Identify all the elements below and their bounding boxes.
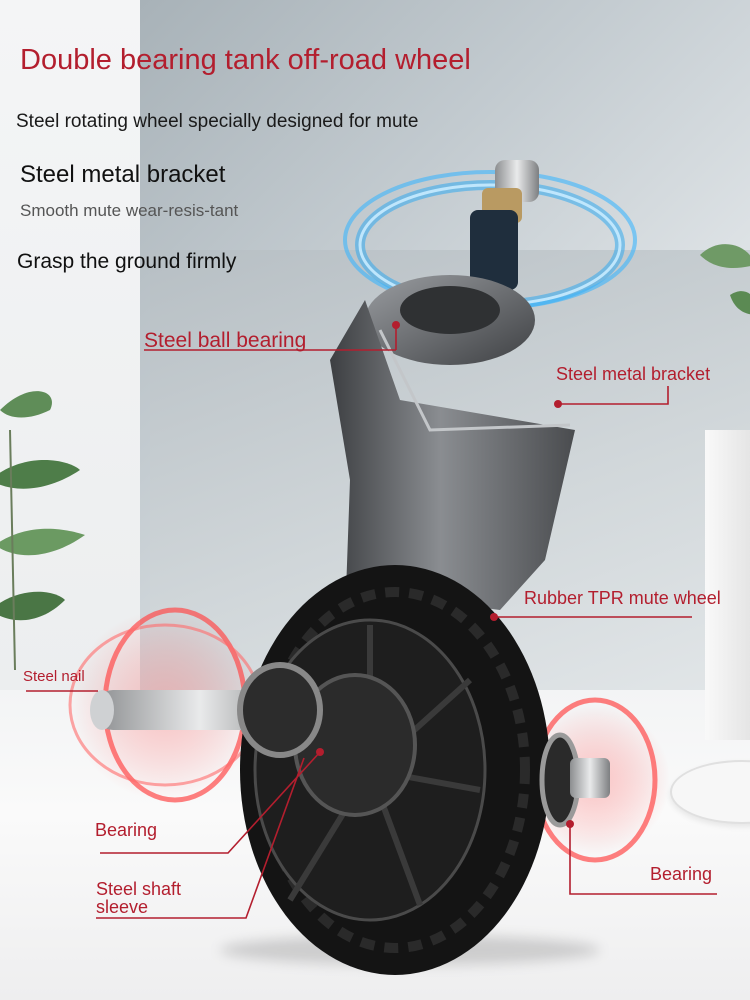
callout-bearing-left: Bearing	[95, 820, 158, 840]
callout-steel-ball-bearing: Steel ball bearing	[144, 329, 307, 352]
callout-steel-shaft-sleeve: Steel shaft sleeve	[96, 879, 182, 917]
callout-steel-metal-bracket: Steel metal bracket	[556, 364, 711, 384]
subheadline: Steel rotating wheel specially designed …	[16, 111, 419, 132]
headline: Double bearing tank off-road wheel	[20, 44, 471, 76]
feature-grip: Grasp the ground firmly	[17, 250, 237, 273]
feature-bracket: Steel metal bracket	[20, 161, 226, 188]
plant-leaf-icon	[700, 244, 750, 315]
plant-leaves-icon	[0, 391, 85, 670]
callout-steel-nail: Steel nail	[23, 668, 85, 685]
callout-bearing-right: Bearing	[650, 864, 713, 884]
callout-rubber-wheel: Rubber TPR mute wheel	[524, 588, 721, 608]
white-cabinet	[705, 430, 750, 740]
left-wall	[0, 0, 150, 700]
feature-mute: Smooth mute wear-resis-tant	[20, 201, 239, 220]
